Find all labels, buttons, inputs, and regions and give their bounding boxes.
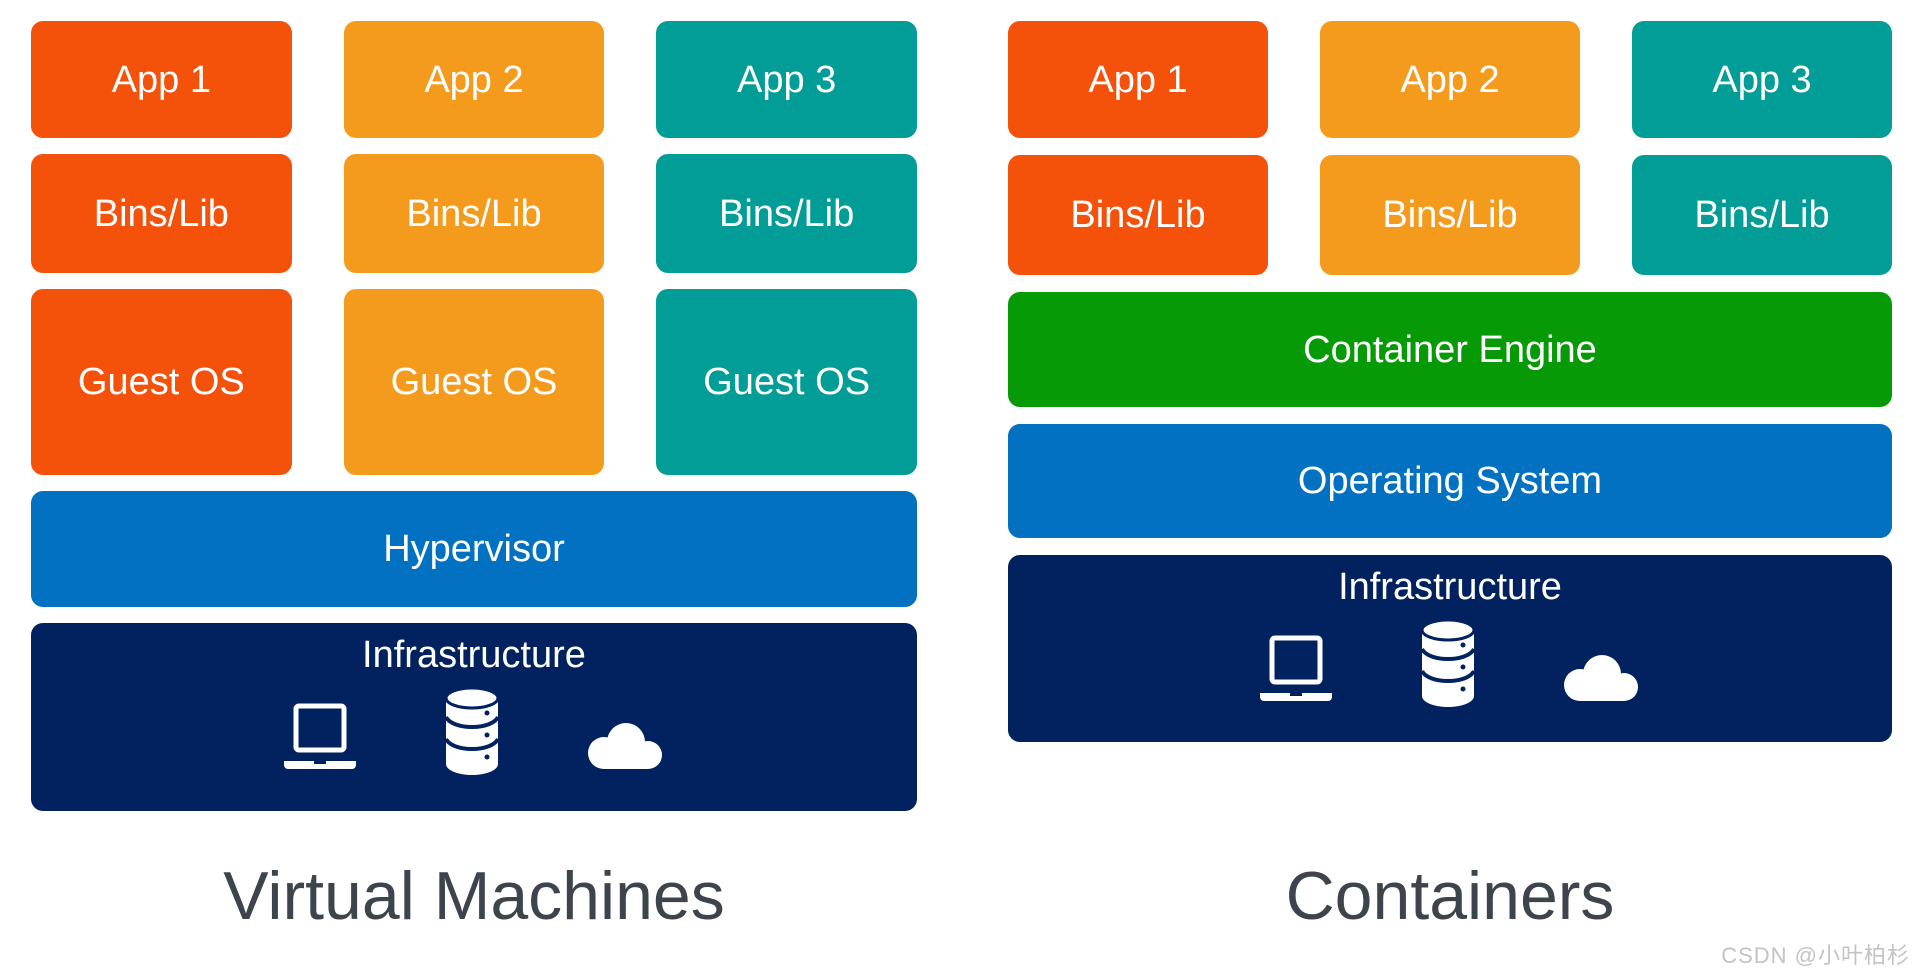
vm-infrastructure-icons [276,686,672,775]
database-icon [444,686,500,775]
vm-binslib3-box: Bins/Lib [656,154,917,273]
vm-infrastructure-label: Infrastructure [362,634,586,676]
ct-binslib1-box: Bins/Lib [1008,155,1268,275]
vm-binslib2-box: Bins/Lib [343,154,605,273]
database-icon [1420,618,1476,707]
laptop-icon [1252,635,1340,707]
container-engine-box: Container Engine [1008,292,1892,407]
cloud-icon [580,715,672,775]
laptop-icon [276,703,364,775]
vm-infrastructure-box: Infrastructure [31,623,917,811]
ct-app3-box: App 3 [1632,21,1892,138]
vm-stack: App 1 App 2 App 3 Bins/Lib Bins/Lib Bins… [31,21,917,811]
operating-system-box: Operating System [1008,424,1892,538]
hypervisor-box: Hypervisor [31,491,917,607]
ct-app1-box: App 1 [1008,21,1268,138]
vm-app2-box: App 2 [343,21,605,138]
ct-infrastructure-icons [1252,618,1648,707]
ct-app2-box: App 2 [1320,21,1580,138]
ct-infrastructure-box: Infrastructure [1008,555,1892,742]
containers-stack: App 1 App 2 App 3 Bins/Lib Bins/Lib Bins… [1008,21,1892,742]
cloud-icon [1556,647,1648,707]
csdn-watermark: CSDN @小叶柏杉 [1721,943,1910,968]
ct-infrastructure-label: Infrastructure [1338,566,1562,608]
vm-app3-box: App 3 [656,21,917,138]
vm-app1-box: App 1 [31,21,292,138]
containers-section-title: Containers [1285,858,1615,934]
vm-guestos3-box: Guest OS [656,289,917,475]
ct-binslib3-box: Bins/Lib [1632,155,1892,275]
ct-binslib2-box: Bins/Lib [1320,155,1580,275]
vm-guestos1-box: Guest OS [31,289,292,475]
vm-guestos2-box: Guest OS [343,289,605,475]
vm-binslib1-box: Bins/Lib [31,154,292,273]
vm-section-title: Virtual Machines [223,858,725,934]
